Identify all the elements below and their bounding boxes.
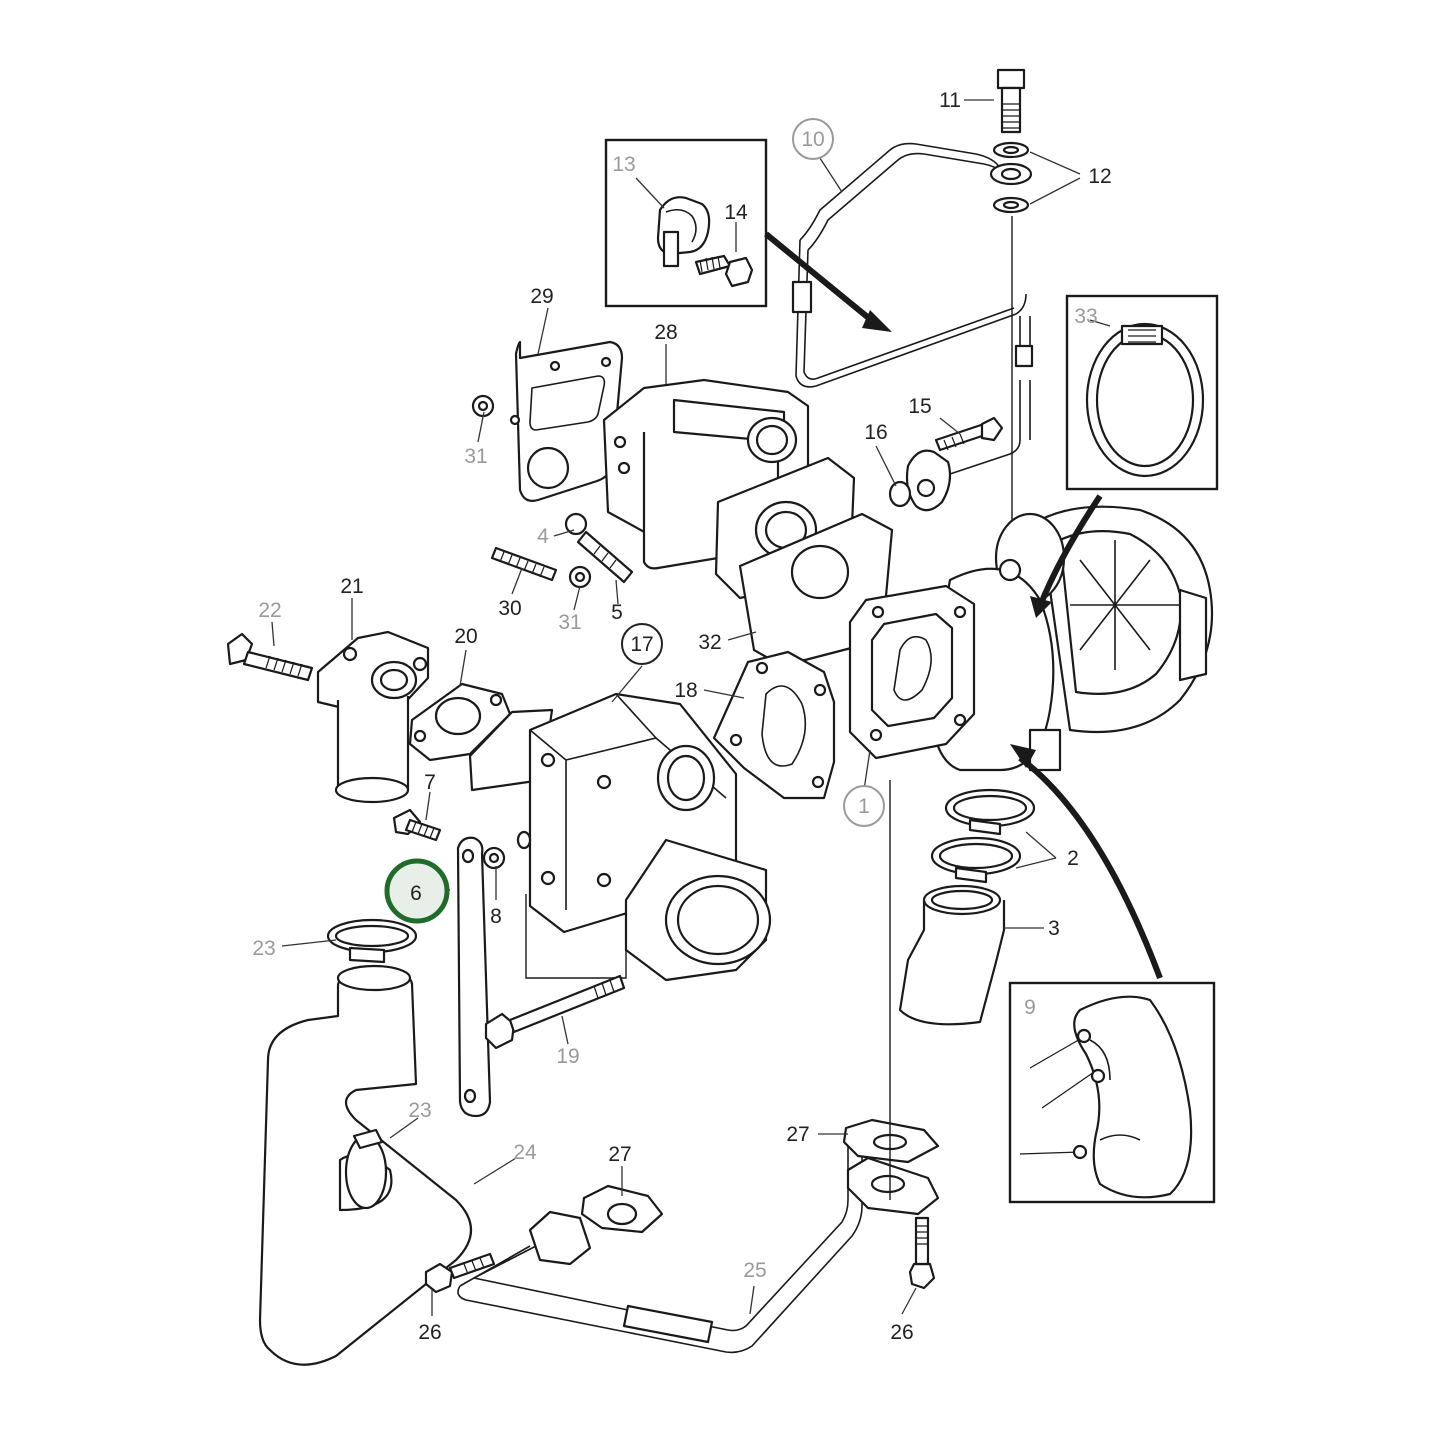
callout-label-c24: 24 <box>513 1141 537 1164</box>
callout-label-c19: 19 <box>556 1045 579 1068</box>
callout-label-c13: 13 <box>612 153 635 176</box>
callout-label-c27b: 27 <box>608 1143 631 1166</box>
callout-label-c29: 29 <box>530 285 553 308</box>
highlight-ring <box>384 858 450 924</box>
callout-circle-c1 <box>843 785 885 827</box>
turbocharger <box>848 505 1214 772</box>
gasket-18 <box>712 650 836 800</box>
callout-label-c20: 20 <box>454 625 477 648</box>
callout-circle-c17 <box>621 623 663 665</box>
clamps-2 <box>930 788 1036 884</box>
flange-27-left <box>580 1184 664 1234</box>
inset-box-heatshield <box>1008 981 1216 1204</box>
callout-label-c3: 3 <box>1048 917 1060 940</box>
flange-27-right <box>842 780 940 1216</box>
gasket-29 <box>509 340 624 502</box>
callout-circle-c10 <box>792 118 834 160</box>
callout-label-c1: 1 <box>858 795 870 818</box>
callout-labels: 1234567891011121314151617181920212223232… <box>252 89 1111 1344</box>
callout-label-c23b: 23 <box>408 1099 431 1122</box>
callout-label-c23a: 23 <box>252 937 275 960</box>
leader-lines <box>271 99 1111 1316</box>
hose-clamps-23 <box>326 918 418 1210</box>
callout-label-c14: 14 <box>724 201 748 224</box>
fasteners-upper-left <box>471 394 634 589</box>
callout-label-c30: 30 <box>498 597 521 620</box>
callout-label-c11: 11 <box>939 89 961 112</box>
bolt-7 <box>392 808 442 842</box>
bolt-15-flange-16 <box>888 416 1004 512</box>
banjo-bolt <box>989 68 1033 576</box>
callout-label-c32: 32 <box>698 631 721 654</box>
callout-label-c25: 25 <box>743 1259 766 1282</box>
thermostat-housing-21 <box>316 630 430 804</box>
callout-label-c8: 8 <box>490 905 502 928</box>
callout-label-c27a: 27 <box>786 1123 809 1146</box>
callout-label-c5: 5 <box>611 601 623 624</box>
callout-label-c31a: 31 <box>464 445 487 468</box>
callout-label-c6: 6 <box>410 882 422 905</box>
callout-label-c4: 4 <box>537 525 549 548</box>
sleeve-3 <box>898 884 1006 1026</box>
bolt-19 <box>484 974 626 1050</box>
inset-box-fitting <box>604 138 768 308</box>
callout-label-c22: 22 <box>258 599 281 622</box>
callout-label-c7: 7 <box>424 771 436 794</box>
callout-label-c10: 10 <box>801 128 824 151</box>
callout-label-c26b: 26 <box>890 1321 913 1344</box>
bolt-22 <box>226 632 314 682</box>
bolts-26 <box>424 1216 936 1294</box>
callout-label-c17: 17 <box>630 633 653 656</box>
callout-label-c33: 33 <box>1074 305 1097 328</box>
heat-exchanger-17 <box>468 692 772 982</box>
callout-label-c12: 12 <box>1088 165 1111 188</box>
callout-label-c16: 16 <box>864 421 887 444</box>
callout-label-c31b: 31 <box>558 611 581 634</box>
callout-label-c15: 15 <box>908 395 931 418</box>
pointer-arrows <box>764 231 1163 980</box>
oil-return-pipe-25 <box>457 1138 863 1354</box>
gasket-20 <box>408 682 512 762</box>
callout-label-c28: 28 <box>654 321 677 344</box>
callout-label-c21: 21 <box>340 575 363 598</box>
stay-bracket-6 <box>456 836 492 1118</box>
callout-label-c26a: 26 <box>418 1321 441 1344</box>
inset-box-clamp <box>1065 294 1219 491</box>
callout-label-c2: 2 <box>1067 847 1079 870</box>
nut-8 <box>482 830 532 870</box>
callout-label-c9: 9 <box>1024 996 1036 1019</box>
callout-label-c18: 18 <box>674 679 697 702</box>
